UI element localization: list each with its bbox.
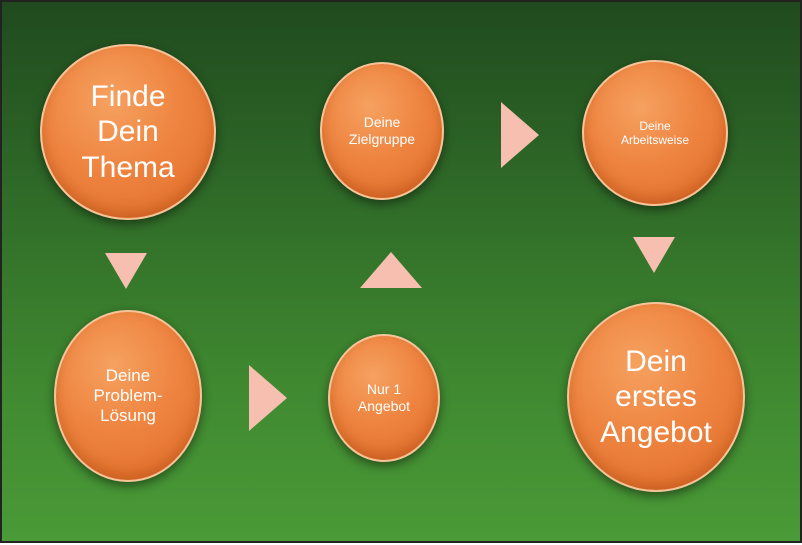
node-deine-arbeitsweise-label: Deine Arbeitsweise bbox=[620, 118, 690, 147]
node-deine-zielgruppe: Deine Zielgruppe bbox=[320, 62, 444, 200]
node-nur-1-angebot: Nur 1 Angebot bbox=[328, 334, 440, 462]
arrow-up-1 bbox=[360, 252, 422, 288]
node-deine-arbeitsweise: Deine Arbeitsweise bbox=[582, 60, 728, 206]
arrow-down-1 bbox=[105, 253, 147, 289]
node-finde-dein-thema: Finde Dein Thema bbox=[40, 44, 216, 220]
node-dein-erstes-angebot: Dein erstes Angebot bbox=[567, 302, 745, 492]
arrow-right-1 bbox=[249, 365, 287, 431]
node-dein-erstes-angebot-label: Dein erstes Angebot bbox=[600, 344, 712, 449]
node-nur-1-angebot-label: Nur 1 Angebot bbox=[357, 381, 411, 414]
node-finde-dein-thema-label: Finde Dein Thema bbox=[81, 79, 175, 184]
arrow-right-2 bbox=[501, 102, 539, 168]
node-deine-problem-loesung: Deine Problem- Lösung bbox=[54, 310, 202, 482]
node-deine-problem-loesung-label: Deine Problem- Lösung bbox=[93, 365, 163, 426]
arrow-down-2 bbox=[633, 237, 675, 273]
node-deine-zielgruppe-label: Deine Zielgruppe bbox=[348, 114, 416, 147]
